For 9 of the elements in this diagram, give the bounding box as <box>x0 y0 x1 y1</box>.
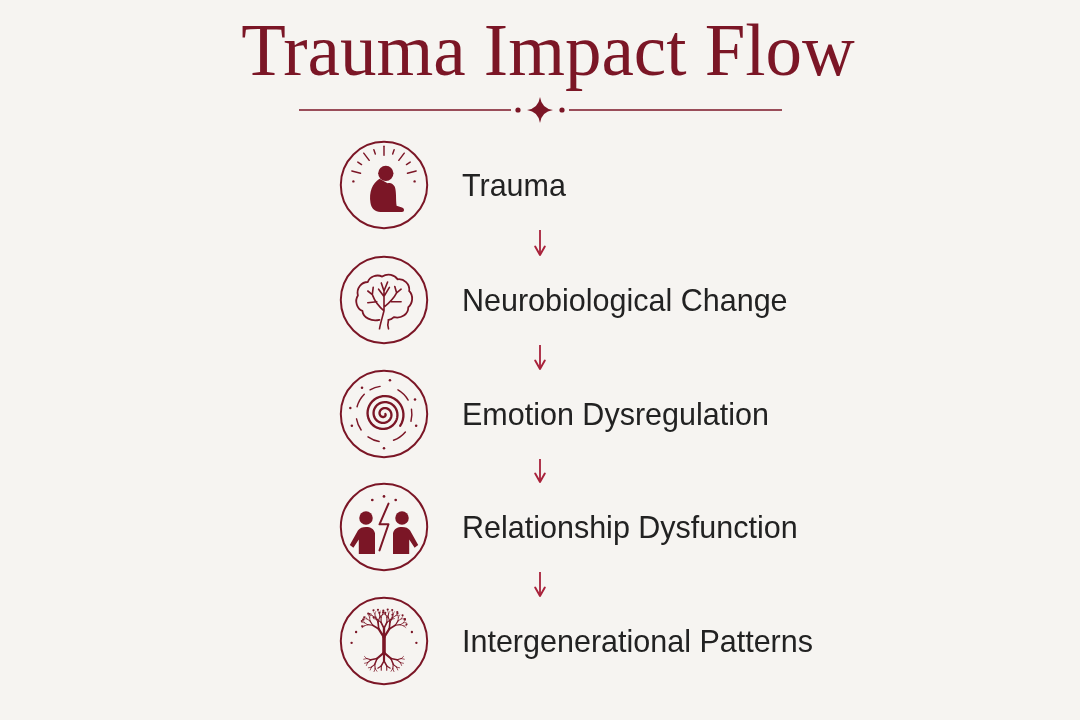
step-label: Relationship Dysfunction <box>462 508 798 546</box>
arrow <box>534 344 546 370</box>
arrow <box>534 229 546 256</box>
step-label: Emotion Dysregulation <box>462 395 769 433</box>
arrow <box>534 458 546 483</box>
step-label: Trauma <box>462 166 566 204</box>
step-label: Neurobiological Change <box>462 281 788 319</box>
step-label: Intergenerational Patterns <box>462 622 813 660</box>
arrow <box>534 571 546 597</box>
